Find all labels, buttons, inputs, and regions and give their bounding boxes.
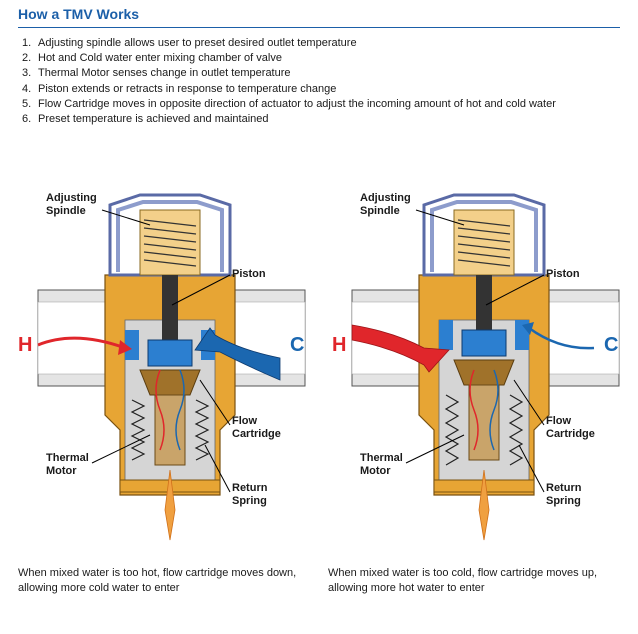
list-item: 4. Piston extends or retracts in response… — [22, 82, 556, 97]
cold-label: C — [290, 334, 305, 356]
list-item: 6. Preset temperature is achieved and mai… — [22, 112, 556, 127]
step-number: 6. — [22, 113, 32, 126]
step-text: Piston extends or retracts in response t… — [38, 82, 337, 95]
list-item: 3. Thermal Motor senses change in outlet … — [22, 66, 556, 81]
hot-label: H — [18, 334, 33, 356]
label-thermal-motor: Thermal Motor — [46, 452, 89, 477]
step-number: 2. — [22, 52, 32, 65]
valve-diagram-too-cold: Adjusting Spindle Piston Flow Cartridge … — [324, 180, 634, 550]
label-piston: Piston — [232, 268, 266, 280]
page-title: How a TMV Works — [18, 6, 140, 22]
step-text: Flow Cartridge moves in opposite directi… — [38, 97, 556, 110]
step-text: Hot and Cold water enter mixing chamber … — [38, 52, 282, 65]
step-number: 3. — [22, 67, 32, 80]
cold-label: C — [604, 334, 619, 356]
label-thermal-motor: Thermal Motor — [360, 452, 403, 477]
label-adjusting-spindle: Adjusting Spindle — [360, 192, 411, 217]
valve-illustration — [37, 193, 306, 541]
label-flow-cartridge: Flow Cartridge — [232, 415, 281, 440]
valve-diagram-too-hot: Adjusting Spindle Piston Flow Cartridge … — [10, 180, 320, 550]
step-text: Preset temperature is achieved and maint… — [38, 113, 269, 126]
label-flow-cartridge: Flow Cartridge — [546, 415, 595, 440]
step-text: Adjusting spindle allows user to preset … — [38, 37, 357, 49]
step-text: Thermal Motor senses change in outlet te… — [38, 67, 291, 80]
steps-list: 1. Adjusting spindle allows user to prese… — [22, 36, 556, 127]
valve-illustration — [351, 193, 620, 541]
list-item: 5. Flow Cartridge moves in opposite direc… — [22, 97, 556, 112]
list-item: 1. Adjusting spindle allows user to prese… — [22, 36, 556, 51]
label-return-spring: Return Spring — [546, 482, 582, 507]
label-piston: Piston — [546, 268, 580, 280]
step-number: 4. — [22, 82, 32, 95]
step-number: 5. — [22, 97, 32, 110]
caption-too-hot: When mixed water is too hot, flow cartri… — [18, 567, 297, 594]
hot-label: H — [332, 334, 347, 356]
title-rule — [18, 27, 620, 28]
step-number: 1. — [22, 37, 32, 49]
label-return-spring: Return Spring — [232, 482, 268, 507]
caption-too-cold: When mixed water is too cold, flow cartr… — [328, 567, 598, 594]
list-item: 2. Hot and Cold water enter mixing chambe… — [22, 51, 556, 66]
label-adjusting-spindle: Adjusting Spindle — [46, 192, 97, 217]
